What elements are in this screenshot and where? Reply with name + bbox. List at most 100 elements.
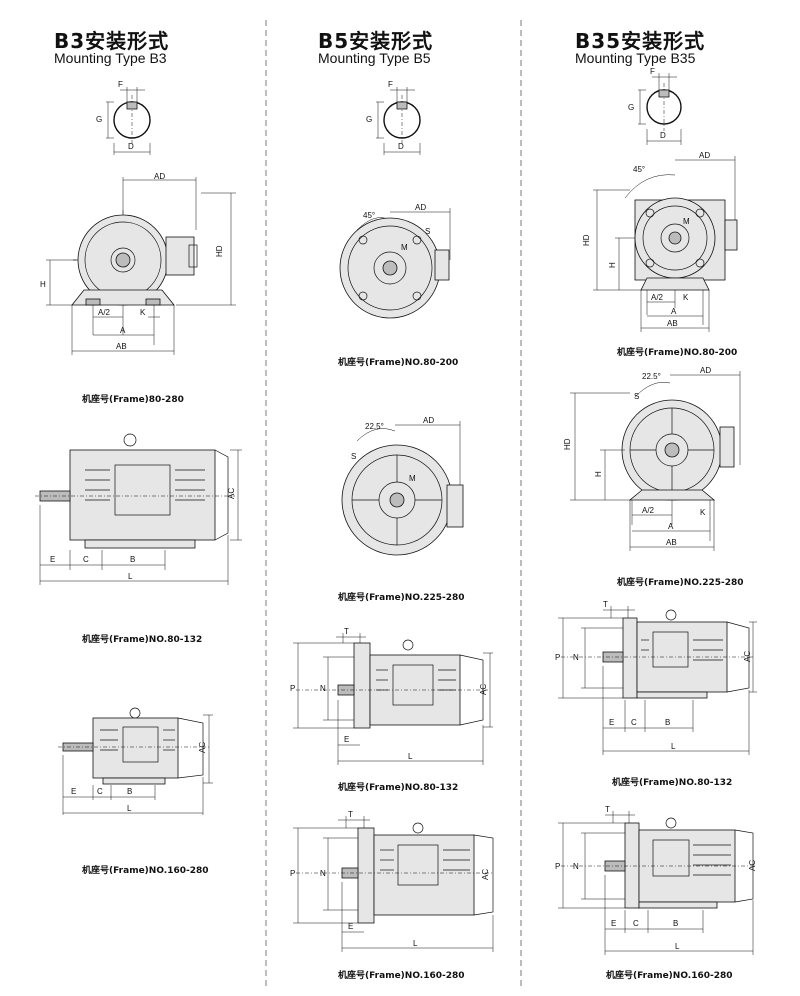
flange-view-b5-225-280: AD 22.5° S M [341, 416, 464, 556]
dim-label-t-b5-2: T [348, 810, 353, 819]
dim-label-ab-b35-2: AB [666, 538, 677, 547]
shaft-section-b3: F G D [96, 80, 151, 155]
title-b35-cn: B35安装形式 [575, 29, 706, 53]
dim-label-b-b35-2: B [673, 919, 678, 928]
dim-label-e: E [50, 555, 55, 564]
dim-label-ad-b5-2: AD [423, 416, 434, 425]
caption-b35-frame-80-132: 机座号(Frame)NO.80-132 [612, 778, 733, 788]
dim-label-23-b35: 22.5° [642, 372, 661, 381]
dim-label-g: G [96, 115, 102, 124]
dim-label-c-b35: C [631, 718, 637, 727]
dim-label-ac-b35-2: AC [748, 860, 757, 871]
dim-label-b-2: B [127, 787, 132, 796]
caption-b5-frame-225-280: 机座号(Frame)NO.225-280 [338, 593, 465, 603]
dim-label-ad-b5: AD [415, 203, 426, 212]
caption-b5-frame-80-200: 机座号(Frame)NO.80-200 [338, 358, 459, 368]
dim-label-g-b5: G [366, 115, 372, 124]
dim-label-f: F [118, 80, 123, 89]
side-view-b5-160-280: T P N AC E L [290, 810, 494, 952]
dim-label-h-b35-2: H [594, 471, 603, 477]
title-b3-cn: B3安装形式 [54, 29, 170, 53]
dim-label-n-b35-2: N [573, 862, 579, 871]
dim-label-ad-b35: AD [699, 151, 710, 160]
dim-label-ac-2: AC [198, 742, 207, 753]
dim-label-ac: AC [227, 488, 236, 499]
title-b35-en: Mounting Type B35 [575, 50, 696, 66]
dim-label-b-b35: B [665, 718, 670, 727]
dim-label-k-b35-2: K [700, 508, 706, 517]
dim-label-l: L [128, 572, 133, 581]
dim-label-ab-b35: AB [667, 319, 678, 328]
dim-label-d: D [128, 142, 134, 151]
dim-label-ac-b5-2: AC [481, 869, 490, 880]
column-divider-left [265, 20, 267, 986]
dim-label-s-b5-2: S [351, 452, 356, 461]
dim-label-a-b35-2: A [668, 522, 674, 531]
dim-label-c-2: C [97, 787, 103, 796]
dim-label-e-2: E [71, 787, 76, 796]
dim-label-h: H [40, 280, 46, 289]
dim-label-a-half-b35: A/2 [651, 293, 664, 302]
dim-label-f-b5: F [388, 80, 393, 89]
dim-label-ac-b35: AC [743, 651, 752, 662]
dim-label-n-b5: N [320, 684, 326, 693]
dim-label-n-b35: N [573, 653, 579, 662]
dim-label-a: A [120, 326, 126, 335]
side-view-b3-80-132: AC E C B L [35, 433, 242, 585]
dim-label-ab: AB [116, 342, 127, 351]
side-view-b3-160-280: AC E C B L [58, 707, 213, 815]
shaft-section-b5: F G D [366, 80, 421, 155]
caption-b5-frame-80-132: 机座号(Frame)NO.80-132 [338, 783, 459, 793]
dim-label-c: C [83, 555, 89, 564]
dim-label-g-b35: G [628, 103, 634, 112]
dim-label-22-5-b5: 22.5° [365, 422, 384, 431]
side-view-b35-160-280: T P N AC E C B L [555, 805, 757, 955]
dim-label-m-b35: M [683, 217, 690, 226]
title-b5-en: Mounting Type B5 [318, 50, 431, 66]
dim-label-45-b5: 45° [363, 211, 375, 220]
end-view-b35-80-200: AD 45° S M HD H A/2 K A AB [582, 151, 738, 332]
dim-label-l-b5-2: L [413, 939, 418, 948]
dim-label-e-b35: E [609, 718, 614, 727]
dim-label-k-b35: K [683, 293, 689, 302]
dim-label-d-b35: D [660, 131, 666, 140]
caption-b35-frame-80-200: 机座号(Frame)NO.80-200 [617, 348, 738, 358]
dim-label-hd: HD [215, 245, 224, 257]
dim-label-e-b5: E [344, 735, 349, 744]
dim-label-hd-b35: HD [582, 234, 591, 246]
dim-label-hd-b35-2: HD [563, 438, 572, 450]
dim-label-p-b35-2: P [555, 862, 560, 871]
dim-label-n-b5-2: N [320, 869, 326, 878]
dim-label-k: K [140, 308, 146, 317]
caption-b5-frame-160-280: 机座号(Frame)NO.160-280 [338, 971, 465, 981]
dim-label-p-b35: P [555, 653, 560, 662]
dim-label-d-b5: D [398, 142, 404, 151]
shaft-section-b35: F G D [628, 67, 682, 145]
end-view-b35-225-280: AD 22.5° S HD H A/2 K A AB [563, 366, 741, 551]
column-divider-right [520, 20, 522, 986]
caption-b3-frame-160-280: 机座号(Frame)NO.160-280 [82, 866, 209, 876]
dim-label-a-half: A/2 [98, 308, 111, 317]
dim-label-45-b35: 45° [633, 165, 645, 174]
dim-label-t-b35-2: T [605, 805, 610, 814]
dim-label-f-b35: F [650, 67, 655, 76]
dim-label-ad-b35-2: AD [700, 366, 711, 375]
dim-label-s-b35-2: S [634, 392, 639, 401]
side-view-b35-80-132: T P N AC E C B L [555, 600, 757, 755]
dim-label-t-b35: T [603, 600, 608, 609]
flange-view-b5-80-200: AD 45° S M [339, 203, 451, 319]
dim-label-c-b35-2: C [633, 919, 639, 928]
dim-label-m-b5-2: M [409, 474, 416, 483]
dim-label-s-b5: S [425, 227, 430, 236]
dim-label-t-b5: T [344, 627, 349, 636]
dim-label-l-b35-2: L [675, 942, 680, 951]
dim-label-l-b5: L [408, 752, 413, 761]
dim-label-b: B [130, 555, 135, 564]
dim-label-p-b5-2: P [290, 869, 295, 878]
dim-label-a-b35: A [671, 307, 677, 316]
title-b3-en: Mounting Type B3 [54, 50, 167, 66]
dim-label-e-b35-2: E [611, 919, 616, 928]
dim-label-a-half-b35-2: A/2 [642, 506, 655, 515]
dim-label-ac-b5: AC [479, 684, 488, 695]
title-b5-cn: B5安装形式 [318, 29, 434, 53]
